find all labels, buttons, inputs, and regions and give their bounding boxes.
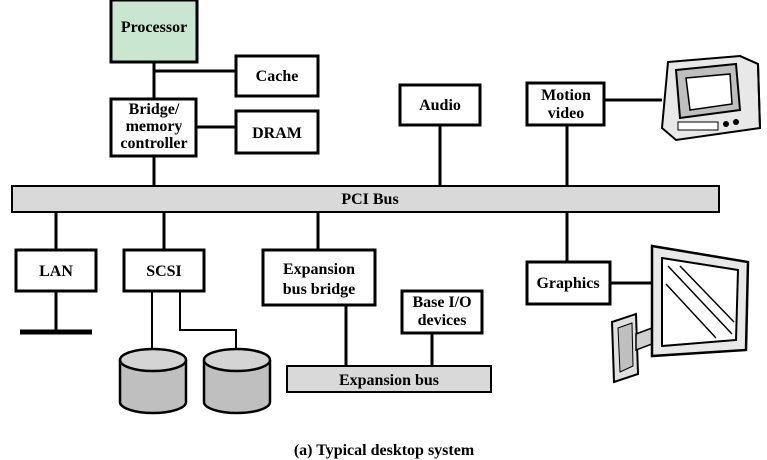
expansion-bus-label: Expansion bus <box>339 372 439 389</box>
lan-label: LAN <box>39 263 73 280</box>
motion-video-box: Motion video <box>525 81 606 127</box>
monitor-icon <box>610 244 750 384</box>
disk-icon <box>118 347 188 415</box>
television-icon <box>660 54 762 142</box>
expansion-bridge-label-line1: Expansion <box>283 261 355 278</box>
pci-bus-label: PCI Bus <box>341 191 398 208</box>
expansion-bus-bridge-box: Expansion bus bridge <box>261 248 377 307</box>
bridge-label-line3: controller <box>120 135 187 152</box>
processor-label: Processor <box>121 19 187 36</box>
bridge-memory-controller-box: Bridge/ memory controller <box>109 97 198 158</box>
base-io-label-line1: Base I/O <box>412 294 471 311</box>
lan-box: LAN <box>14 248 98 293</box>
cache-label: Cache <box>256 68 299 85</box>
audio-label: Audio <box>419 97 461 114</box>
dram-box: DRAM <box>234 109 320 155</box>
base-io-label-line2: devices <box>418 312 467 329</box>
graphics-box: Graphics <box>525 260 612 306</box>
scsi-label: SCSI <box>146 263 182 280</box>
audio-box: Audio <box>398 83 482 127</box>
dram-label: DRAM <box>252 125 302 142</box>
processor-box: Processor <box>109 0 199 64</box>
bridge-label-line1: Bridge/ <box>129 101 180 118</box>
base-io-devices-box: Base I/O devices <box>400 289 484 335</box>
cache-box: Cache <box>234 54 320 98</box>
disk-icon <box>202 347 272 415</box>
bridge-label-line2: memory <box>126 118 183 135</box>
expansion-bridge-label-line2: bus bridge <box>283 281 355 298</box>
motion-label-line1: Motion <box>541 87 591 104</box>
scsi-box: SCSI <box>122 248 206 293</box>
graphics-label: Graphics <box>536 275 599 292</box>
expansion-bus: Expansion bus <box>286 365 492 393</box>
motion-label-line2: video <box>548 105 584 122</box>
pci-bus: PCI Bus <box>11 185 720 213</box>
connection-lines <box>20 62 662 366</box>
figure-caption: (a) Typical desktop system <box>294 442 475 459</box>
